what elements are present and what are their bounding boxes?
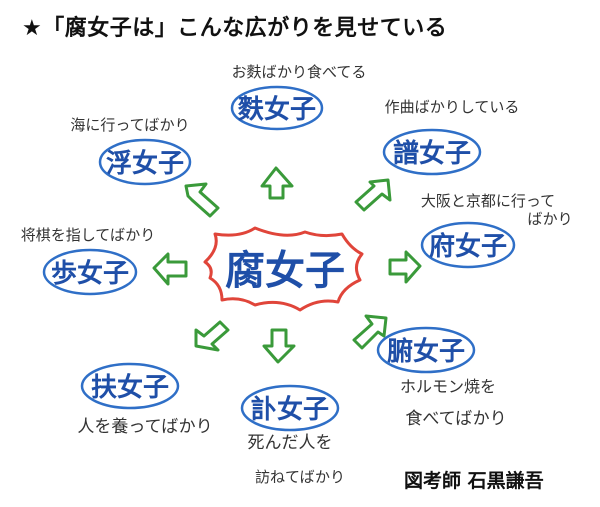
node-bottom-right: 腑女子 ホルモン焼を 食べてばかり xyxy=(376,326,507,429)
arrow-up-left xyxy=(184,182,220,218)
node-top-left: 浮女子 海に行ってばかり xyxy=(70,116,192,186)
node-bottom-right-label: 腑女子 xyxy=(387,336,465,367)
node-left-caption: 将棋を指してばかり xyxy=(21,226,156,244)
node-right-label: 府女子 xyxy=(429,231,507,262)
node-right-ellipse xyxy=(420,221,516,269)
node-bottom: 訃女子 死んだ人を 訪ねてばかり xyxy=(240,384,345,486)
arrow-down xyxy=(262,328,296,364)
node-right: 府女子 大阪と京都に行って ばかり xyxy=(420,192,573,269)
node-top-right-caption: 作曲ばかりしている xyxy=(385,98,520,116)
node-top-right-ellipse xyxy=(382,128,482,176)
node-top-left-label: 浮女子 xyxy=(106,148,184,179)
node-bottom-caption-line1: 死んだ人を xyxy=(248,433,333,453)
node-left-label: 歩女子 xyxy=(51,258,129,289)
arrow-down-left xyxy=(194,320,230,352)
node-bottom-label: 訃女子 xyxy=(251,394,329,425)
center-burst: 腐女子 xyxy=(203,226,364,312)
burst-outline xyxy=(203,226,364,312)
arrow-left xyxy=(152,252,188,286)
center-label: 腐女子 xyxy=(225,247,345,294)
headline: ★「腐女子は」こんな広がりを見せている xyxy=(22,16,448,41)
node-top-right-label: 譜女子 xyxy=(393,138,471,169)
node-top-ellipse xyxy=(230,85,324,131)
arrow-down-right xyxy=(352,314,388,350)
node-top-left-caption: 海に行ってばかり xyxy=(70,116,189,134)
node-bottom-left: 扶女子 人を養ってばかり xyxy=(77,362,213,437)
arrow-up xyxy=(260,166,294,200)
node-bottom-caption-line2: 訪ねてばかり xyxy=(255,468,345,486)
node-left-ellipse xyxy=(42,248,138,296)
node-right-caption-line1: 大阪と京都に行って xyxy=(421,192,555,210)
node-bottom-left-caption: 人を養ってばかり xyxy=(77,417,212,437)
node-bottom-ellipse xyxy=(240,384,340,432)
arrow-right xyxy=(388,250,422,284)
node-bottom-left-label: 扶女子 xyxy=(91,372,169,403)
node-bottom-left-ellipse xyxy=(80,362,180,410)
arrow-up-right xyxy=(354,178,392,212)
node-top: 麩女子 お麩ばかり食べてる xyxy=(230,63,367,131)
node-bottom-right-ellipse xyxy=(376,326,476,374)
node-top-left-ellipse xyxy=(98,138,192,186)
arrows xyxy=(152,166,422,364)
author-credit: 図考師 石黒謙吾 xyxy=(404,470,544,492)
node-left: 歩女子 将棋を指してばかり xyxy=(21,226,156,296)
node-top-caption: お麩ばかり食べてる xyxy=(232,63,367,81)
node-right-caption-line2: ばかり xyxy=(527,210,572,228)
node-bottom-right-caption-line2: 食べてばかり xyxy=(405,409,506,429)
node-top-label: 麩女子 xyxy=(237,94,316,125)
node-bottom-right-caption-line1: ホルモン焼を xyxy=(400,377,496,396)
node-top-right: 譜女子 作曲ばかりしている xyxy=(382,98,520,176)
